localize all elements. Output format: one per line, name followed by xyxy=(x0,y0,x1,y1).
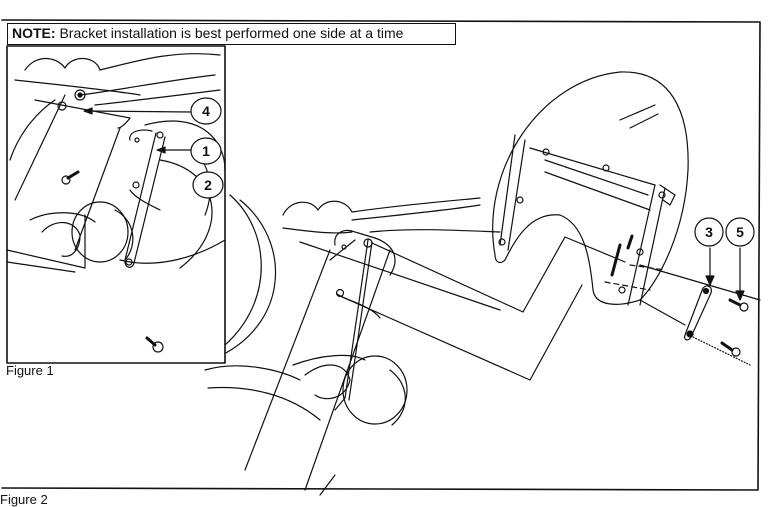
mounting-strip xyxy=(683,285,713,341)
note-box: NOTE: Bracket installation is best perfo… xyxy=(7,23,456,45)
outer-frame xyxy=(1,19,761,491)
callout-1 xyxy=(190,137,222,165)
figure-2-drawing xyxy=(204,71,761,496)
callout-4-number: 4 xyxy=(202,103,210,119)
note-prefix: NOTE: xyxy=(12,25,56,41)
figure-1-caption: Figure 1 xyxy=(6,363,54,378)
callout-3-number: 3 xyxy=(705,224,713,240)
screw-upper xyxy=(728,298,749,312)
screw-lower xyxy=(720,341,741,357)
callout-3 xyxy=(694,217,724,247)
callout-4 xyxy=(190,97,222,125)
callout-5 xyxy=(725,217,755,247)
callout-2-number: 2 xyxy=(204,177,212,193)
callout-2 xyxy=(192,171,224,199)
leader-line-lower xyxy=(339,284,583,381)
callout-1-number: 1 xyxy=(202,143,210,159)
figure-2-caption: Figure 2 xyxy=(0,492,48,507)
windshield xyxy=(492,71,689,306)
note-text: Bracket installation is best performed o… xyxy=(55,25,404,41)
callout-5-number: 5 xyxy=(736,224,744,240)
figure-1-inset xyxy=(6,45,226,364)
leader-line-upper xyxy=(371,236,626,313)
